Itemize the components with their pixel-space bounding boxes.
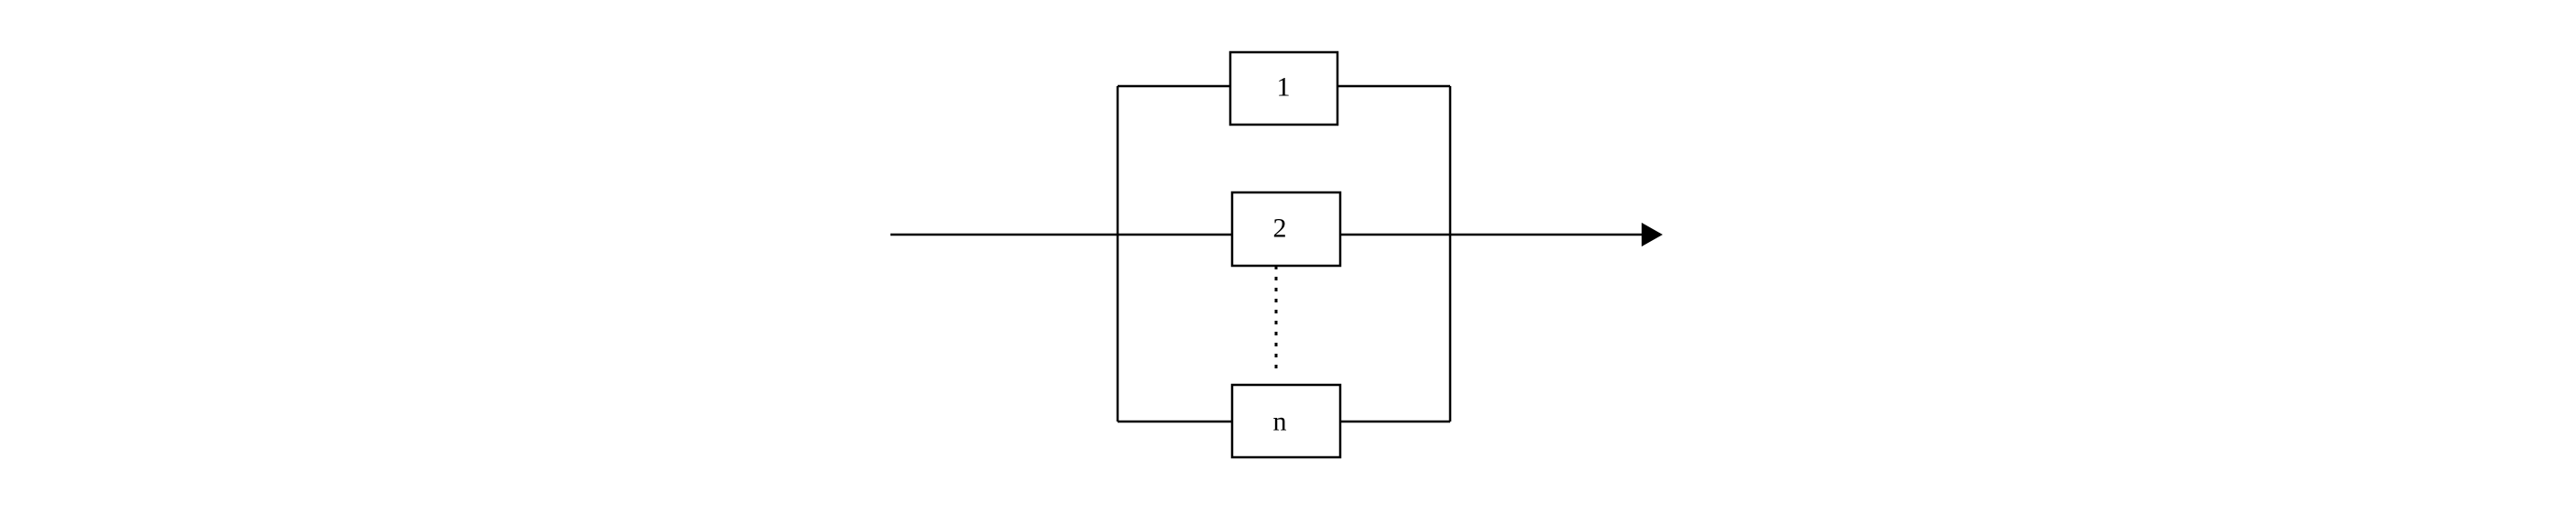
component-1-box — [1228, 50, 1339, 126]
component-2-label: 2 — [1273, 214, 1287, 244]
component-n: n — [1230, 383, 1342, 459]
component-2-box — [1230, 191, 1342, 268]
component-n-box — [1230, 383, 1342, 459]
output-arrowhead — [1642, 223, 1663, 247]
component-1-label: 1 — [1277, 72, 1291, 103]
component-2: 2 — [1230, 191, 1342, 268]
component-1: 1 — [1228, 50, 1339, 126]
component-n-label: n — [1273, 407, 1287, 437]
